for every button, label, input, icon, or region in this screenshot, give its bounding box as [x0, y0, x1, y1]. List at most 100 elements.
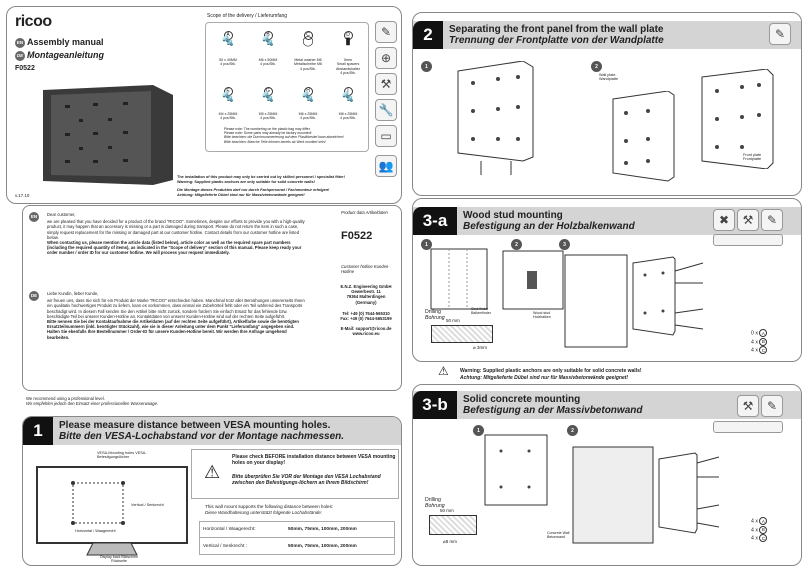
screwdriver-icon: ✎	[761, 395, 783, 417]
product-code: F0522	[341, 230, 373, 242]
step-2-badge-2: 2	[591, 61, 602, 72]
two-person-icon: 👥	[375, 155, 397, 177]
vesa-label: VESA-Mounting holes VESA-Befestigungslöc…	[97, 451, 147, 459]
letter-lang-de: DE	[29, 291, 39, 301]
anchor-warning: ⚠ Warning: Supplied plastic anchors are …	[438, 364, 642, 381]
drill-icon: ⚒	[737, 395, 759, 417]
step-3a-title-de: Befestigung an der Holzbalkenwand	[463, 221, 635, 232]
drill-diameter: ⌀ 3mm	[473, 345, 487, 350]
screwdriver-icon: ✎	[769, 23, 791, 45]
step-3a-number: 3-a	[413, 207, 457, 235]
lang-en-badge: EN	[15, 37, 25, 48]
step-3a-badge-2: 2	[511, 239, 522, 250]
step-3a-badge-3: 3	[559, 239, 570, 250]
recommend-note: We recommend using a professional level.…	[26, 396, 159, 407]
letter-de: Liebe Kundin, lieber Kunde, wir freuen u…	[47, 291, 305, 340]
drill-depth-diagram: 50 mm	[431, 318, 493, 343]
step-2-panel: 2 Separating the front panel from the wa…	[412, 12, 802, 196]
step-3b-badge-2: 2	[567, 425, 578, 436]
warning-triangle-icon: ⚠	[438, 364, 449, 378]
step-3a-badge-1: 1	[421, 239, 432, 250]
screwdriver-icon: ✎	[761, 209, 783, 231]
step-2-plate-1	[457, 61, 534, 175]
check-en: Please check BEFORE installation distanc…	[232, 454, 396, 467]
step-2-title-de: Trennung der Frontplatte von der Wandpla…	[449, 35, 664, 46]
step-1-title-en: Please measure distance between VESA mou…	[59, 420, 331, 431]
version-label: v.17.10	[15, 193, 30, 198]
no-concrete-icon: ✖	[713, 209, 735, 231]
phillips-screwdriver-icon: ⊕	[375, 47, 397, 69]
step-3b-panel: 3-b Solid concrete mounting Befestigung …	[412, 384, 802, 566]
count-row: 4 x A	[751, 517, 768, 526]
wood-mount-illustration	[564, 254, 704, 348]
product-data-label: Product data Artikeldaten	[341, 210, 388, 215]
hotline-label: Customer hotline Kunden-Hotline	[341, 264, 390, 274]
step-3a-panel: 3-a Wood stud mounting Befestigung an de…	[412, 198, 802, 362]
installation-warning: The installation of this product may onl…	[177, 175, 345, 198]
step-3b-title-de: Befestigung an der Massivbetonwand	[463, 405, 643, 416]
step-1-number: 1	[23, 417, 53, 445]
vesa-row-horizontal: Horizontal / Waagerecht:50mm, 75mm, 100m…	[200, 522, 394, 538]
ricoo-logo: ricoo	[15, 13, 52, 30]
display-back-illustration	[36, 466, 188, 556]
step-2-number: 2	[413, 21, 443, 49]
wall-mount-illustration	[43, 85, 173, 185]
concrete-mount-illustration	[484, 434, 720, 544]
stud-finder-label: Stud finder Balkenfinder	[471, 307, 491, 315]
level-icon: ▭	[375, 125, 397, 147]
display-back-label: Display back Bildschirm Rückseite	[100, 555, 138, 563]
step-3b-title-en: Solid concrete mounting	[463, 394, 581, 405]
check-de: Bitte überprüfen Sie VOR der Montage den…	[232, 474, 381, 487]
count-row: 4 x C	[751, 346, 768, 355]
stud-finder-illustration	[430, 248, 564, 310]
lang-de-badge: DE	[15, 50, 25, 61]
letter-en: Dear customer, we are pleased that you h…	[47, 212, 305, 256]
step-2-badge-1: 1	[421, 61, 432, 72]
count-row: 4 x B	[751, 337, 768, 347]
front-plate-label: Front plate Frontplatte	[743, 153, 762, 161]
step-1-panel: 1 Please measure distance between VESA m…	[22, 416, 402, 566]
step-3a-parts-icon-row	[713, 234, 783, 246]
count-row: 4 x C	[751, 534, 768, 543]
step-3a-title-en: Wood stud mounting	[463, 210, 563, 221]
step-2-plate-2	[612, 91, 675, 182]
vesa-row-vertical: Vertical / Senkrecht :50mm, 75mm, 100mm,…	[203, 543, 357, 549]
model-number: F0522	[15, 65, 35, 72]
step-3b-number: 3-b	[413, 391, 457, 419]
wall-plate-label: Wall plate Wandplatte	[599, 73, 619, 81]
horizontal-label: Horizontal / Waagerecht	[75, 529, 116, 533]
warning-triangle-icon: ⚠	[204, 462, 221, 482]
vertical-label: Vertical / Senkrecht	[131, 503, 164, 507]
screwdriver-icon: ✎	[375, 21, 397, 43]
drill-icon: ⚒	[375, 73, 397, 95]
step-3a-counts: 0 x A 4 x B 4 x C	[751, 329, 768, 355]
wood-stud-label: Wood stud Holzbalken	[533, 311, 551, 319]
support-text: This wall mount supports the following d…	[205, 504, 334, 515]
customer-letter-panel: EN Dear customer, we are pleased that yo…	[22, 205, 402, 391]
step-3b-parts-icon-row	[713, 421, 783, 433]
step-2-title-en: Separating the front panel from the wall…	[449, 24, 664, 35]
scope-notes: Please note: The numbering on the plasti…	[224, 127, 344, 144]
wrench-icon: 🔧	[375, 99, 397, 121]
step-3b-badge-1: 1	[473, 425, 484, 436]
scope-title: Scope of the delivery / Lieferumfang	[207, 13, 288, 19]
drill-diameter: ⌀8 mm	[443, 539, 457, 544]
step-1-title-de: Bitte den VESA-Lochabstand vor der Monta…	[59, 431, 345, 442]
count-row: 0 x A	[751, 329, 768, 338]
step-2-plate-3	[701, 69, 774, 169]
